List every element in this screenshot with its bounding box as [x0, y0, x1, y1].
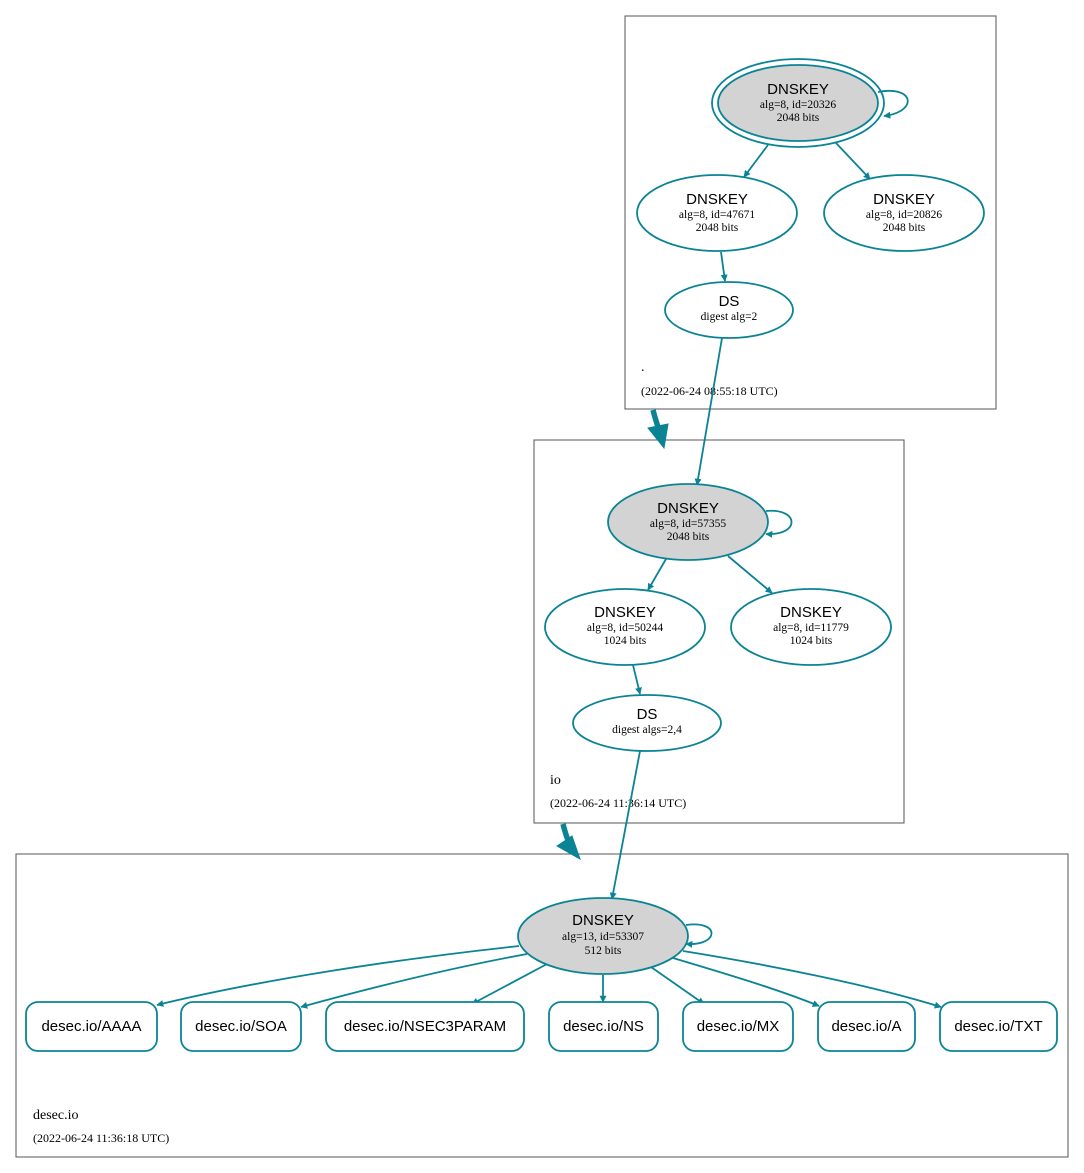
zone-name-root: . — [641, 360, 645, 375]
svg-text:alg=8, id=57355: alg=8, id=57355 — [650, 518, 726, 530]
rrset-node-soa: desec.io/SOA — [180, 1001, 302, 1052]
dnskey-node-io-zsk2: DNSKEY alg=8, id=11779 1024 bits — [730, 588, 892, 666]
svg-text:2048 bits: 2048 bits — [777, 112, 820, 124]
svg-text:DNSKEY: DNSKEY — [572, 912, 634, 929]
delegation-arrowhead-io-desec — [556, 835, 581, 861]
svg-text:512 bits: 512 bits — [585, 945, 622, 957]
edge-root-ksk-self — [877, 89, 909, 119]
edge-desec-key-a — [672, 957, 820, 1007]
svg-text:desec.io/MX: desec.io/MX — [697, 1018, 780, 1035]
dnskey-node-io-zsk1: DNSKEY alg=8, id=50244 1024 bits — [544, 588, 706, 666]
edge-io-ksk-zsk1 — [647, 558, 667, 591]
rrset-node-nsec3param: desec.io/NSEC3PARAM — [325, 1001, 525, 1052]
svg-text:DNSKEY: DNSKEY — [780, 604, 842, 621]
edge-desec-key-self — [685, 923, 713, 948]
svg-text:1024 bits: 1024 bits — [790, 635, 833, 647]
dnskey-node-root-zsk1: DNSKEY alg=8, id=47671 2048 bits — [636, 174, 798, 252]
svg-text:alg=8, id=11779: alg=8, id=11779 — [773, 622, 849, 634]
edge-io-ksk-zsk2 — [727, 555, 773, 594]
svg-text:DNSKEY: DNSKEY — [594, 604, 656, 621]
zone-time-io: (2022-06-24 11:36:14 UTC) — [550, 796, 686, 810]
svg-text:digest algs=2,4: digest algs=2,4 — [612, 724, 682, 736]
svg-text:desec.io/NSEC3PARAM: desec.io/NSEC3PARAM — [344, 1018, 506, 1035]
svg-text:desec.io/TXT: desec.io/TXT — [954, 1018, 1042, 1035]
svg-text:alg=8, id=47671: alg=8, id=47671 — [679, 209, 755, 221]
edge-desec-key-aaaa — [156, 945, 520, 1007]
edge-root-zsk1-ds — [720, 251, 728, 282]
rrset-node-mx: desec.io/MX — [682, 1001, 794, 1052]
edge-root-ksk-zsk2 — [835, 142, 871, 180]
dnskey-node-io-ksk: DNSKEY alg=8, id=57355 2048 bits — [607, 483, 769, 561]
delegation-arrowhead-root-io — [647, 423, 669, 450]
svg-text:desec.io/A: desec.io/A — [831, 1018, 901, 1035]
zone-time-desec: (2022-06-24 11:36:18 UTC) — [33, 1131, 169, 1145]
rrset-node-txt: desec.io/TXT — [939, 1001, 1058, 1052]
ds-node-root: DS digest alg=2 — [664, 281, 794, 339]
edge-desec-key-nsec3param — [471, 963, 548, 1005]
svg-text:DNSKEY: DNSKEY — [657, 500, 719, 517]
svg-text:desec.io/SOA: desec.io/SOA — [195, 1018, 287, 1035]
zone-name-desec: desec.io — [33, 1108, 78, 1123]
rrset-node-aaaa: desec.io/AAAA — [25, 1001, 158, 1052]
ds-node-io: DS digest algs=2,4 — [572, 694, 722, 752]
svg-text:DNSKEY: DNSKEY — [873, 191, 935, 208]
svg-text:DS: DS — [719, 293, 740, 310]
svg-text:alg=8, id=20826: alg=8, id=20826 — [866, 209, 942, 221]
edge-io-zsk1-ds — [632, 664, 642, 695]
svg-text:DNSKEY: DNSKEY — [767, 81, 829, 98]
rrset-node-a: desec.io/A — [817, 1001, 916, 1052]
svg-text:desec.io/AAAA: desec.io/AAAA — [41, 1018, 141, 1035]
svg-text:2048 bits: 2048 bits — [883, 222, 926, 234]
svg-text:2048 bits: 2048 bits — [667, 531, 710, 543]
edge-desec-key-soa — [300, 953, 528, 1009]
edge-desec-key-mx — [650, 966, 705, 1005]
svg-text:1024 bits: 1024 bits — [604, 635, 647, 647]
svg-text:digest alg=2: digest alg=2 — [701, 311, 758, 323]
edge-root-ds-io-ksk — [694, 337, 723, 486]
svg-text:alg=13, id=53307: alg=13, id=53307 — [562, 931, 644, 943]
rrset-node-ns: desec.io/NS — [548, 1001, 659, 1052]
svg-text:alg=8, id=20326: alg=8, id=20326 — [760, 99, 836, 111]
edge-io-ksk-self — [765, 510, 793, 538]
dnskey-node-desec: DNSKEY alg=13, id=53307 512 bits — [517, 897, 689, 975]
svg-text:alg=8, id=50244: alg=8, id=50244 — [587, 622, 663, 634]
dnskey-node-root-ksk: DNSKEY alg=8, id=20326 2048 bits — [711, 58, 885, 148]
svg-text:2048 bits: 2048 bits — [696, 222, 739, 234]
dnskey-node-root-zsk2: DNSKEY alg=8, id=20826 2048 bits — [823, 174, 985, 252]
edge-desec-key-txt — [682, 950, 942, 1009]
svg-text:DS: DS — [637, 706, 658, 723]
edge-root-ksk-zsk1 — [743, 144, 769, 178]
svg-text:DNSKEY: DNSKEY — [686, 191, 748, 208]
edge-io-ds-desec-key — [609, 750, 641, 900]
svg-text:desec.io/NS: desec.io/NS — [563, 1018, 644, 1035]
zone-name-io: io — [550, 773, 561, 788]
zone-time-root: (2022-06-24 08:55:18 UTC) — [641, 384, 778, 398]
